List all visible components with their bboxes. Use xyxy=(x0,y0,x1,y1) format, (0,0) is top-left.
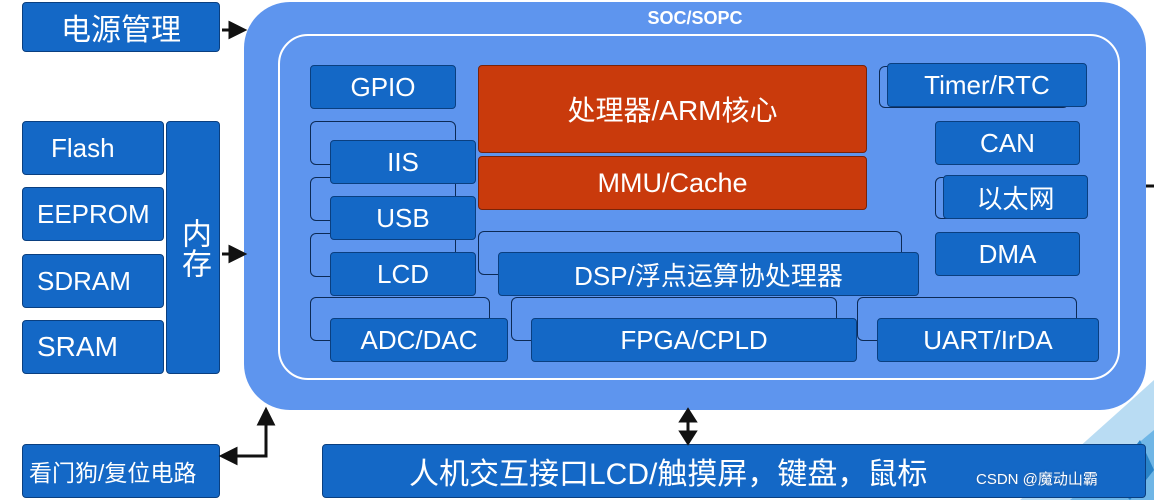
usb-box: USB xyxy=(330,196,476,240)
memory-sram-box: SRAM xyxy=(22,320,164,374)
uart-irda-box: UART/IrDA xyxy=(877,318,1099,362)
soc-inner-frame xyxy=(278,34,1120,380)
memory-arrowhead xyxy=(228,244,248,264)
memory-flash-box: Flash xyxy=(22,121,164,175)
watchdog-arrowhead-up xyxy=(256,406,276,426)
soc-title: SOC/SOPC xyxy=(647,8,743,28)
dma-box: DMA xyxy=(935,232,1080,276)
memory-group-box: 内存 xyxy=(166,121,220,374)
dsp-coprocessor-box: DSP/浮点运算协处理器 xyxy=(498,252,919,296)
adc-dac-box: ADC/DAC xyxy=(330,318,508,362)
hmi-arrowhead-up xyxy=(678,407,698,423)
hmi-interface-box: 人机交互接口LCD/触摸屏，键盘，鼠标 xyxy=(322,444,1146,498)
can-box: CAN xyxy=(935,121,1080,165)
power-management-box: 电源管理 xyxy=(22,2,220,52)
watchdog-box: 看门狗/复位电路 xyxy=(22,444,220,498)
ethernet-box: 以太网 xyxy=(943,175,1088,219)
lcd-box: LCD xyxy=(330,252,476,296)
hmi-arrowhead-down xyxy=(678,430,698,446)
gpio-box: GPIO xyxy=(310,65,456,109)
watchdog-arrowhead-left xyxy=(218,446,238,466)
memory-sdram-box: SDRAM xyxy=(22,254,164,308)
memory-eeprom-box: EEPROM xyxy=(22,187,164,241)
mmu-cache-box: MMU/Cache xyxy=(478,156,867,210)
power-arrowhead xyxy=(228,20,248,40)
processor-arm-core-box: 处理器/ARM核心 xyxy=(478,65,867,153)
iis-box: IIS xyxy=(330,140,476,184)
timer-rtc-box: Timer/RTC xyxy=(887,63,1087,107)
fpga-cpld-box: FPGA/CPLD xyxy=(531,318,857,362)
watchdog-arrow xyxy=(232,424,268,458)
watermark: CSDN @魔动山霸 xyxy=(976,471,1098,488)
